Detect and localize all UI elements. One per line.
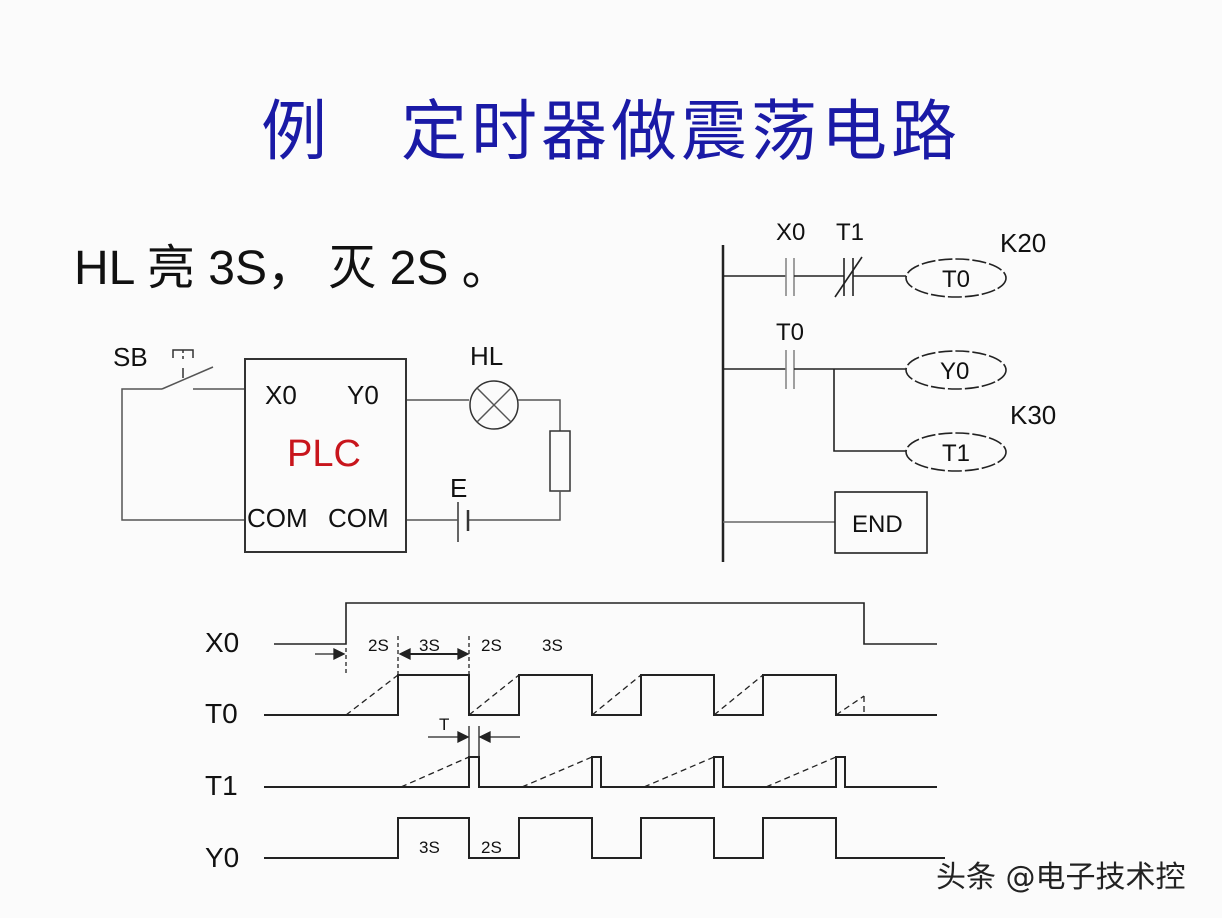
signal-x0-label: X0 [205, 627, 239, 658]
wire-left-loop [121, 388, 244, 521]
plc-label: PLC [287, 433, 361, 475]
waveform-t0 [264, 674, 937, 716]
source-label: E [450, 473, 467, 503]
pushbutton-icon [172, 349, 194, 378]
waveform-y0 [264, 817, 945, 859]
contact-t1-label: T1 [836, 219, 864, 246]
annot-t0-off: 2S [368, 636, 389, 655]
subtitle: HL 亮 3S， 灭 2S 。 [74, 242, 510, 295]
com-left-label: COM [247, 503, 308, 533]
coil-t1 [905, 432, 1007, 472]
contact-x0-label: X0 [776, 219, 805, 246]
annot-pulse-width: T [439, 715, 449, 734]
watermark: 头条 @电子技术控 [936, 860, 1186, 895]
signal-t1-label: T1 [205, 770, 238, 801]
coil-t0-label: T0 [942, 266, 970, 293]
annot-t0-on: 3S [419, 636, 440, 655]
switch-label: SB [113, 342, 148, 372]
slide-title: 例定时器做震荡电路 [0, 78, 1222, 174]
end-box [834, 491, 928, 554]
wire-lamp-to-load [518, 399, 561, 431]
switch-blade [161, 366, 214, 390]
k30-label: K30 [1010, 400, 1056, 430]
timing-markers [315, 636, 520, 757]
end-label: END [852, 511, 903, 538]
contact-t1-slash [834, 256, 863, 298]
load-resistor [549, 430, 571, 492]
branch-wire [833, 369, 906, 452]
waveform-t1 [264, 756, 937, 788]
contact-t0-label: T0 [776, 319, 804, 346]
ladder-diagram [721, 245, 1007, 562]
coil-y0-label: Y0 [940, 358, 969, 385]
coil-t1-label: T1 [942, 440, 970, 467]
t0-ramps [345, 674, 865, 716]
coil-t0 [905, 258, 1007, 298]
lamp-icon [469, 380, 519, 430]
waveform-x0 [274, 602, 937, 645]
signal-y0-label: Y0 [205, 842, 239, 873]
coil-y0 [905, 350, 1007, 390]
title-text: 定时器做震荡电路 [401, 93, 961, 170]
title-prefix: 例 [261, 93, 331, 170]
x0-terminal-label: X0 [265, 380, 297, 410]
signal-t0-label: T0 [205, 698, 238, 729]
y0-terminal-label: Y0 [347, 380, 379, 410]
timing-diagram [264, 602, 945, 859]
wiring-diagram [121, 349, 571, 553]
k20-label: K20 [1000, 228, 1046, 258]
wire-load-to-source [467, 491, 561, 521]
annot-t0-off-2: 2S [481, 636, 502, 655]
annot-y0-off: 2S [481, 838, 502, 857]
plc-box [244, 358, 407, 553]
annot-t0-on-2: 3S [542, 636, 563, 655]
t1-ramps [400, 756, 837, 788]
lamp-cross-b [476, 387, 512, 423]
com-right-label: COM [328, 503, 389, 533]
lamp-label: HL [470, 341, 503, 371]
annot-y0-on: 3S [419, 838, 440, 857]
